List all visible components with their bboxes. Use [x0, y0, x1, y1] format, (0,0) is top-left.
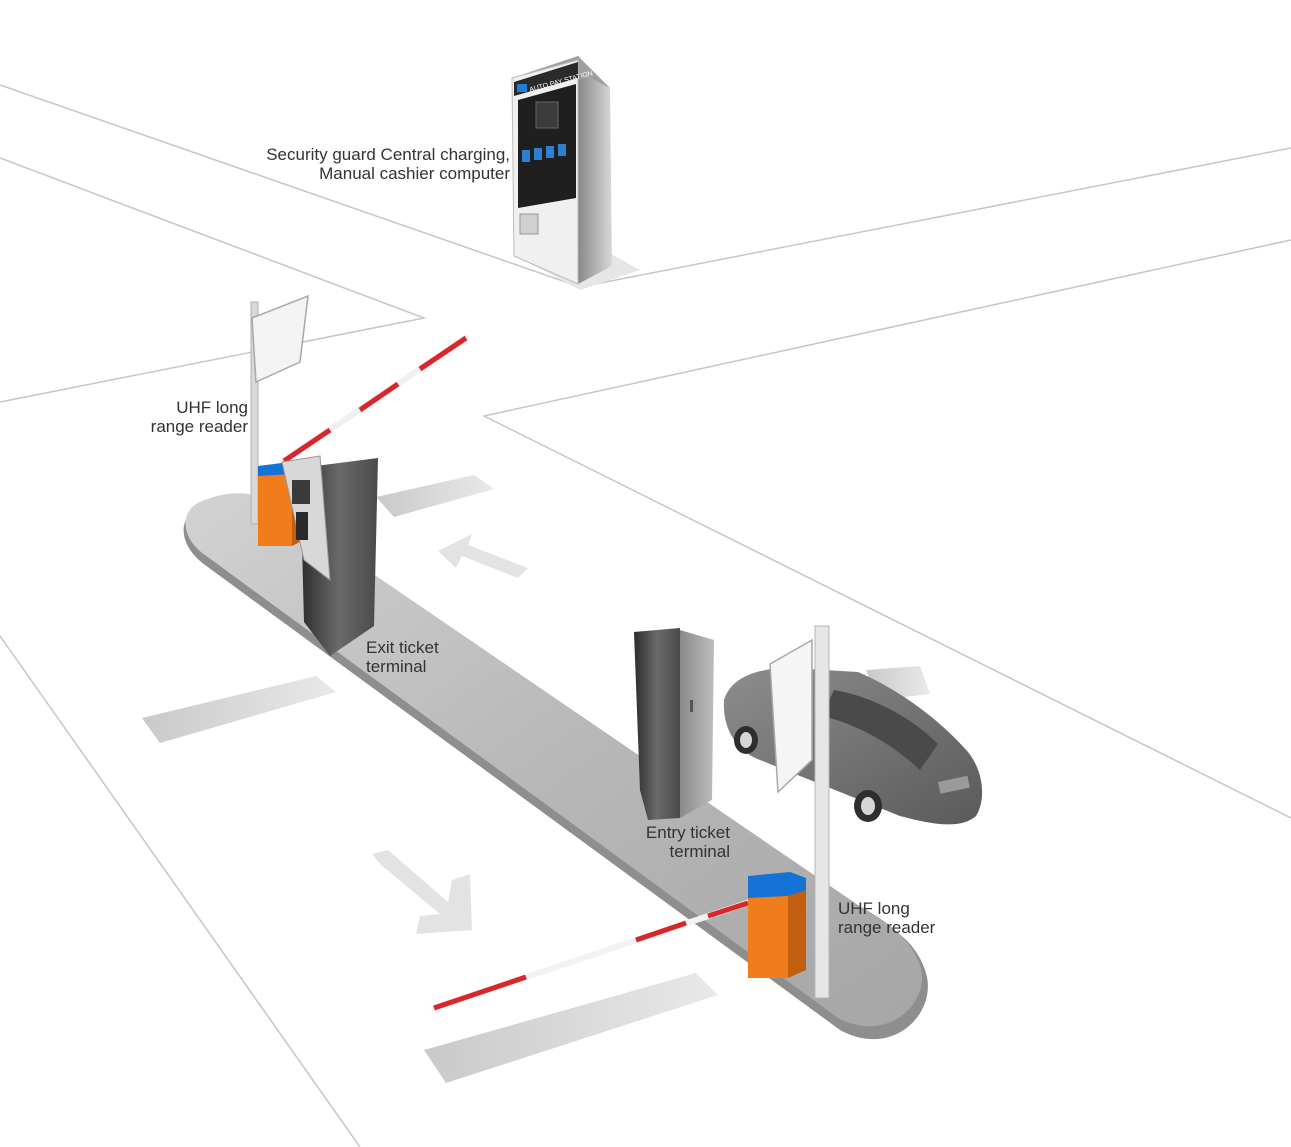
label-exit-terminal-line1: Exit ticket: [366, 638, 439, 657]
entry-boom-stripe-3: [707, 900, 749, 919]
label-uhf-reader-entry-line2: range reader: [838, 918, 936, 937]
road-line-lower-left: [0, 635, 361, 1147]
kiosk-coin-tray: [519, 213, 539, 235]
car-windshield: [822, 690, 938, 770]
entry-barrier-cap: [748, 872, 806, 898]
arrow-up-left-icon: [438, 534, 528, 578]
label-pay-station: Security guard Central charging, Manual …: [240, 145, 510, 183]
lane-strip-top: [376, 475, 494, 517]
label-pay-station-line2: Manual cashier computer: [319, 164, 510, 183]
entry-barrier-gate: [431, 872, 806, 1011]
label-uhf-reader-exit: UHF long range reader: [140, 398, 248, 436]
entry-boom-stripe-2: [635, 920, 687, 943]
lane-strip-middle: [142, 676, 336, 743]
car-wheel-front-hub: [740, 732, 752, 748]
road-line-right-inner: [481, 239, 1291, 819]
label-uhf-reader-entry-line1: UHF long: [838, 899, 910, 918]
label-uhf-reader-entry: UHF long range reader: [838, 899, 958, 937]
kiosk-slot-2: [534, 148, 542, 160]
lane-strips: [142, 475, 930, 1083]
entry-barrier-cabinet: [748, 892, 788, 978]
car-wheel-rear-hub: [861, 797, 875, 815]
road-line-upper-left: [0, 84, 1291, 288]
exit-boom-stripe-3: [418, 335, 468, 372]
car-plate: [938, 775, 970, 794]
label-entry-terminal-line2: terminal: [669, 842, 730, 861]
uhf-pole-entry: [814, 625, 830, 999]
kiosk-slot-4: [558, 144, 566, 156]
exit-ticket-terminal: [281, 455, 378, 656]
entry-terminal-handle: [690, 700, 693, 712]
entry-ticket-terminal: [634, 628, 714, 820]
auto-pay-station-kiosk: AUTO PAY STATION: [511, 56, 640, 290]
entry-boom-stripe-1: [433, 974, 527, 1011]
exit-terminal-screen: [292, 480, 310, 504]
exit-boom-stripe-2: [358, 381, 400, 413]
label-exit-terminal: Exit ticket terminal: [366, 638, 476, 676]
entry-terminal-side: [680, 630, 714, 818]
uhf-reader-exit: [250, 294, 309, 525]
car: [723, 668, 983, 825]
uhf-panel-exit: [251, 294, 309, 384]
entry-terminal-body: [634, 628, 680, 820]
label-pay-station-line1: Security guard Central charging,: [266, 145, 510, 164]
uhf-pole-exit: [250, 301, 259, 525]
kiosk-slot-1: [522, 150, 530, 162]
label-uhf-reader-exit-line1: UHF long: [176, 398, 248, 417]
car-body: [723, 668, 983, 825]
exit-terminal-slot: [296, 512, 308, 540]
kiosk-side: [578, 72, 612, 284]
exit-boom-stripe-1: [282, 427, 332, 464]
arrow-down-right-icon: [372, 850, 472, 934]
label-exit-terminal-line2: terminal: [366, 657, 427, 676]
kiosk-screen: [535, 101, 559, 129]
road-line-left-inner: [0, 157, 427, 403]
direction-arrows: [372, 534, 528, 934]
label-uhf-reader-exit-line2: range reader: [150, 417, 248, 436]
uhf-reader-entry: [769, 625, 830, 999]
label-entry-terminal: Entry ticket terminal: [620, 823, 730, 861]
kiosk-slot-3: [546, 146, 554, 158]
uhf-panel-entry: [769, 638, 813, 794]
label-entry-terminal-line1: Entry ticket: [645, 823, 730, 842]
kiosk-logo-icon: [517, 84, 527, 92]
entry-barrier-cabinet-side: [788, 886, 806, 978]
kiosk-header: [514, 62, 578, 96]
lane-strip-bottom: [424, 973, 718, 1083]
